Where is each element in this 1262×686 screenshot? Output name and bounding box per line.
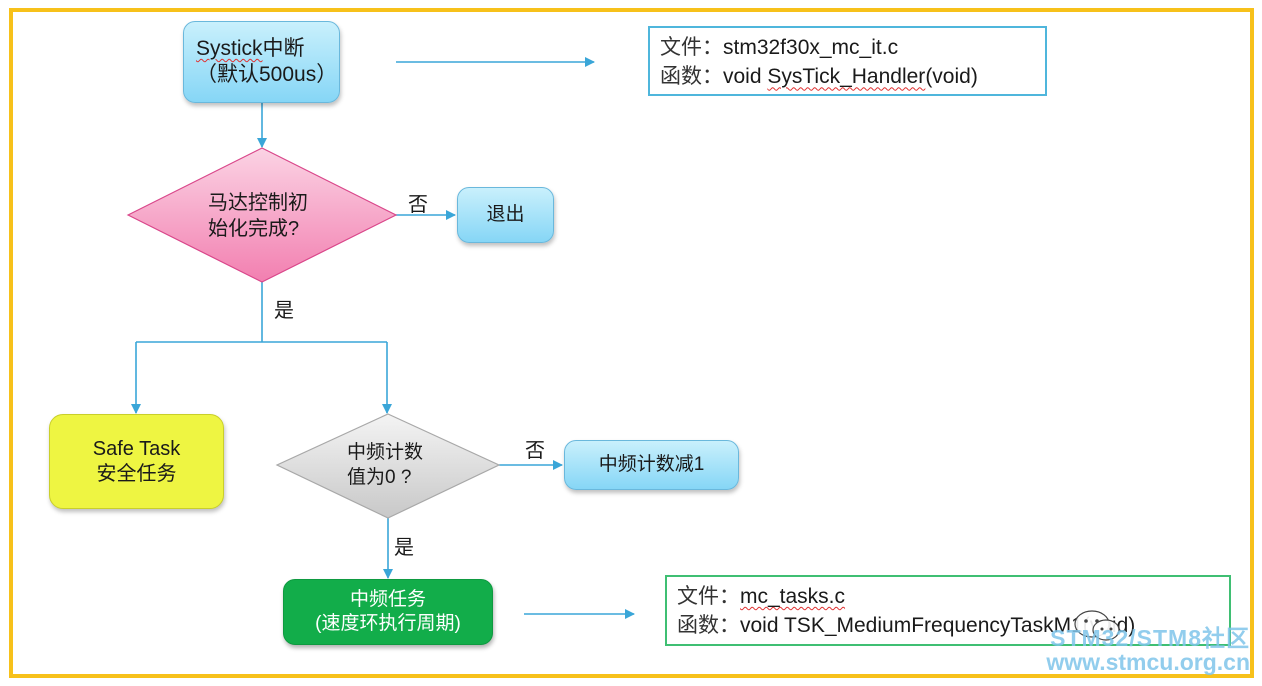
counter-decrement-node: 中频计数减1 [564, 440, 739, 490]
info-box-systick: 文件：stm32f30x_mc_it.c 函数：void SysTick_Han… [648, 26, 1047, 96]
decision-init-label: 马达控制初 始化完成? [208, 192, 308, 240]
systick-interrupt-node: Systick中断 （默认500us） [183, 21, 340, 103]
decision-init-shape [126, 147, 398, 283]
info-function-row: 函数：void TSK_MediumFrequencyTaskM1(void) [677, 613, 1136, 638]
site-watermark: STM32/STM8社区 www.stmcu.org.cn [1046, 625, 1250, 676]
systick-line1: Systick中断 [196, 36, 305, 60]
edge-label-yes-2: 是 [394, 535, 414, 559]
info-file-row: 文件：mc_tasks.c [677, 584, 846, 608]
medium-frequency-task-node: 中频任务 (速度环执行周期) [283, 579, 493, 645]
diagram-frame [9, 8, 1254, 678]
info-file-row: 文件：stm32f30x_mc_it.c [660, 35, 899, 59]
decision-counter-shape [275, 413, 501, 519]
safe-task-node: Safe Task 安全任务 [49, 414, 224, 509]
info-box-mid-task: 文件：mc_tasks.c 函数：void TSK_MediumFrequenc… [665, 575, 1231, 646]
edge-label-no-1: 否 [408, 192, 428, 216]
wechat-icon [1074, 610, 1120, 641]
exit-node: 退出 [457, 187, 554, 243]
info-function-row: 函数：void SysTick_Handler(void) [660, 64, 978, 89]
systick-line2: （默认500us） [196, 63, 338, 86]
decision-counter-label: 中频计数 值为0 ? [347, 442, 424, 488]
systick-word: Systick [196, 36, 263, 60]
edge-label-no-2: 否 [525, 438, 545, 462]
edge-label-yes-1: 是 [274, 298, 294, 322]
